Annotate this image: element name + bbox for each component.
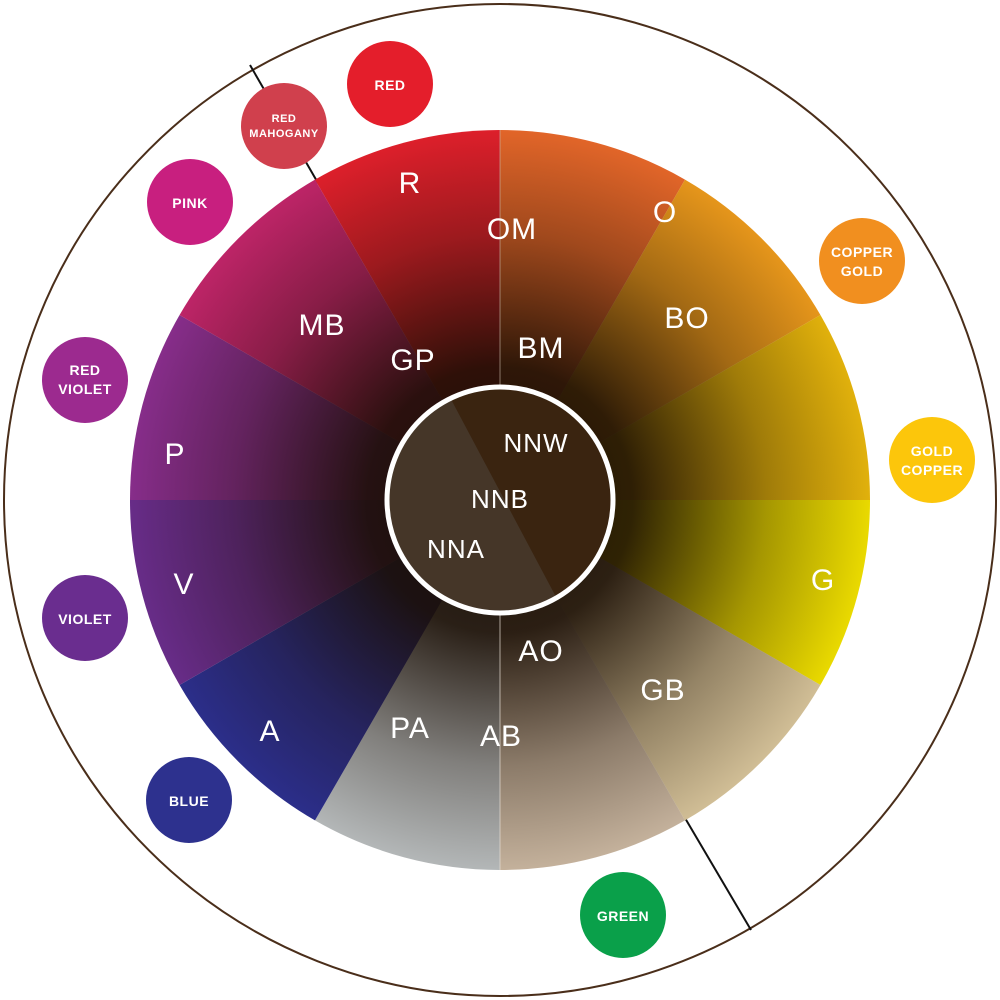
segment-label-p: P <box>164 438 185 471</box>
segment-label-bo: BO <box>664 302 709 335</box>
segment-label-o: O <box>653 196 677 229</box>
segment-label-g: G <box>811 564 835 597</box>
segment-label-mb: MB <box>299 309 346 342</box>
chip-copper-gold: COPPER GOLD <box>819 218 905 304</box>
svg-text:MAHOGANY: MAHOGANY <box>249 128 319 140</box>
svg-text:COPPER: COPPER <box>831 244 893 260</box>
svg-text:PINK: PINK <box>172 195 207 211</box>
inner-label-gp: GP <box>390 344 435 377</box>
center-disc <box>384 384 616 616</box>
chip-blue: BLUE <box>146 757 232 843</box>
segment-label-gb: GB <box>640 674 685 707</box>
segment-label-v: V <box>173 568 194 601</box>
svg-text:GOLD: GOLD <box>841 263 883 279</box>
svg-text:COPPER: COPPER <box>901 462 963 478</box>
segment-label-ab: AB <box>480 720 522 753</box>
chip-red: RED <box>347 41 433 127</box>
outer-ring <box>3 3 997 997</box>
chip-violet: VIOLET <box>42 575 128 661</box>
svg-text:VIOLET: VIOLET <box>58 611 112 627</box>
inner-label-bm: BM <box>518 332 565 365</box>
svg-text:RED: RED <box>272 113 297 125</box>
segment-label-a: A <box>259 715 280 748</box>
chip-red-mahogany: RED MAHOGANY <box>241 83 327 169</box>
chip-green: GREEN <box>580 872 666 958</box>
chip-gold-copper: GOLD COPPER <box>889 417 975 503</box>
chip-red-violet: RED VIOLET <box>42 337 128 423</box>
svg-text:GOLD: GOLD <box>911 443 953 459</box>
center-label-nnb: NNB <box>471 484 529 514</box>
center-label-nnw: NNW <box>503 428 568 458</box>
svg-text:GREEN: GREEN <box>597 908 649 924</box>
segment-label-pa: PA <box>390 712 430 745</box>
center-label-nna: NNA <box>427 534 485 564</box>
svg-text:RED: RED <box>69 362 100 378</box>
inner-label-ao: AO <box>518 635 563 668</box>
inner-label-om: OM <box>487 213 537 246</box>
svg-text:RED: RED <box>374 77 405 93</box>
divider-line-bottom <box>684 817 752 931</box>
center-right-half <box>445 388 613 613</box>
segment-label-r: R <box>399 167 422 200</box>
chip-pink: PINK <box>147 159 233 245</box>
svg-text:VIOLET: VIOLET <box>58 381 112 397</box>
svg-text:BLUE: BLUE <box>169 793 209 809</box>
center-ring <box>384 384 616 616</box>
